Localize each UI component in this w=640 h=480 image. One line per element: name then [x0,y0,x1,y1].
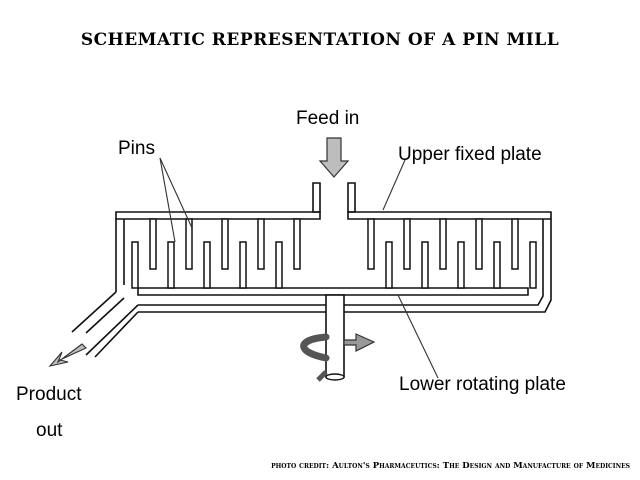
diagram-title: SCHEMATIC REPRESENTATION OF A PIN MILL [80,30,560,50]
upper-pin-2 [185,218,193,270]
pins-label: Pins [118,138,155,159]
lower-pins [131,241,537,289]
upper-pin-5 [293,218,301,270]
feed-in-arrow [318,137,350,178]
lower-pin-8 [457,241,465,289]
upper-fixed-plate-label: Upper fixed plate [398,144,542,165]
upper-pins [149,218,519,270]
lower-pin-9 [493,241,501,289]
feed-inlet [312,182,356,213]
product-out-arrow [48,343,87,367]
upper-pin-8 [439,218,447,270]
lower-plate-leader [397,294,439,379]
product-out-label-line2: out [36,420,63,441]
upper-pin-7 [403,218,411,270]
upper-plate-leader [382,159,406,211]
lower-pin-7 [421,241,429,289]
product-outlet-chute [71,291,139,358]
lower-pin-2 [167,241,175,289]
upper-pin-4 [257,218,265,270]
lower-pin-5 [275,241,283,289]
lower-pin-6 [385,241,393,289]
upper-pin-3 [221,218,229,270]
upper-pin-1 [149,218,157,270]
upper-pin-10 [511,218,519,270]
pins-leader-2 [159,157,193,229]
lower-rotating-plate-label: Lower rotating plate [399,374,566,395]
lower-pin-4 [239,241,247,289]
product-out-label-line1: Product [16,384,82,405]
pins-leader-1 [159,157,176,243]
feed-in-label: Feed in [296,108,359,129]
lower-pin-3 [203,241,211,289]
lower-rotating-plate [137,287,529,296]
leader-lines [159,157,439,379]
upper-pin-6 [367,218,375,270]
rotation-arrow [300,333,376,382]
upper-fixed-plate [115,211,552,220]
lower-pin-10 [529,241,537,289]
lower-pin-1 [131,241,139,289]
upper-pin-9 [475,218,483,270]
photo-credit: photo credit: Aulton's Pharmaceutics: Th… [271,461,630,471]
